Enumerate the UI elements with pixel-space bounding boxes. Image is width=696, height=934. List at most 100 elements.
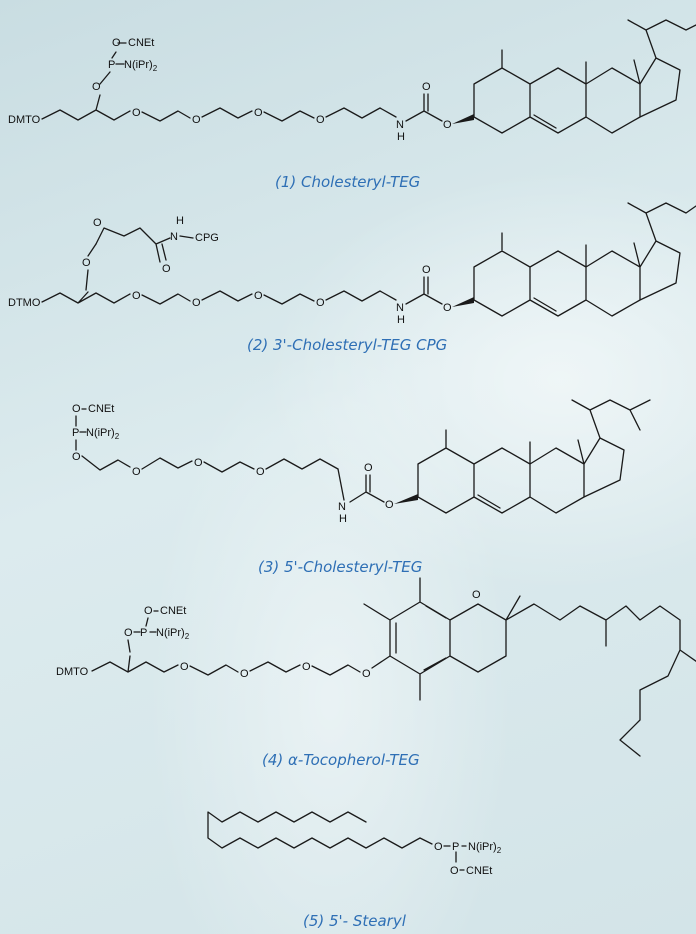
s4-ether-o4: O: [362, 668, 371, 680]
s2-carbamate-bonds: [405, 276, 443, 305]
s1-o-p-label: O: [92, 81, 101, 93]
s2-chol-o: O: [443, 302, 452, 314]
s4-teg-bond-1: [189, 664, 239, 676]
s2-carbonyl-o: O: [422, 264, 431, 276]
s1-cnet-label: CNEt: [128, 37, 154, 49]
s1-carbamate-bonds: [405, 93, 443, 122]
s2-dtmo-label: DTMO: [8, 297, 41, 309]
s1-ether-o4: O: [316, 114, 325, 126]
s4-tocopherol-skeleton: [363, 577, 696, 757]
s1-teg-bond-3: [263, 110, 315, 122]
s3-n-ipr-label: N(iPr)2: [86, 427, 120, 441]
s3-teg-bond-1: [141, 457, 193, 470]
s4-teg-bond-2: [249, 661, 301, 673]
s3-carbamate-n: N: [338, 501, 346, 513]
s1-o-cyanoethyl: O: [112, 37, 121, 49]
s1-n-ipr-label: N(iPr)2: [124, 59, 158, 73]
s1-backbone: [41, 94, 131, 121]
s1-carbamate-n: N: [396, 119, 404, 131]
s2-ether-o3: O: [254, 290, 263, 302]
s1-dmto-label: DMTO: [8, 114, 41, 126]
s2-succ-o2: O: [162, 263, 171, 275]
s2-teg-bond-2: [201, 290, 253, 302]
s3-caption: (3) 5'-Cholesteryl-TEG: [258, 558, 422, 576]
s2-stereo-wedge: [452, 297, 474, 307]
s1-teg-bond-2: [201, 107, 253, 119]
s1-ester-o: O: [443, 119, 452, 131]
s2-carbamate-h: H: [397, 314, 405, 326]
s3-cholesterol-skeleton: [417, 399, 651, 514]
s1-stereo-wedge: [452, 114, 474, 124]
s2-succ-o1: O: [93, 217, 102, 229]
s4-ether-o2: O: [240, 668, 249, 680]
structure-5-stearyl: O P N(iPr)2 O CNEt (5) 5'- Stearyl: [207, 811, 502, 930]
structure-4-tocopherol-teg: O CNEt O P N(iPr)2 DMTO O O O O O (4) α-…: [56, 577, 696, 769]
s5-stearyl-chain: [207, 811, 433, 849]
s3-cnet-label: CNEt: [88, 403, 114, 415]
s3-carbamate-h: H: [339, 513, 347, 525]
s3-o-p-label: O: [72, 451, 81, 463]
s3-chol-o: O: [385, 499, 394, 511]
s4-dmto-label: DMTO: [56, 666, 89, 678]
s3-ether-o1: O: [132, 466, 141, 478]
s4-aryl-bond: [371, 655, 391, 669]
s4-ether-o3: O: [302, 661, 311, 673]
structure-3-5-cholesteryl-teg: O CNEt P N(iPr)2 O O O O N H O O (3) 5'-…: [72, 399, 651, 576]
s3-ether-o3: O: [256, 466, 265, 478]
structure-1-cholesteryl-teg: O CNEt P N(iPr)2 O DMTO O O O O N H O O …: [8, 19, 696, 191]
s3-stereo-wedge: [394, 494, 418, 504]
s3-ether-o2: O: [194, 457, 203, 469]
s4-n-ipr-label: N(iPr)2: [156, 627, 190, 641]
s4-o-cyanoethyl: O: [144, 605, 153, 617]
s2-ether-o4: O: [316, 297, 325, 309]
s3-p-label: P: [72, 427, 79, 439]
s1-teg-bond-1: [141, 110, 191, 122]
s2-backbone: [41, 291, 131, 304]
s2-ester-bonds: [85, 243, 97, 291]
s5-o-cyanoethyl: O: [450, 865, 459, 877]
s3-carbonyl-o: O: [364, 462, 373, 474]
s4-ring-o: O: [472, 589, 481, 601]
s1-propyl-linker: [325, 107, 397, 119]
s4-o-p-label: O: [124, 627, 133, 639]
s4-backbone: [91, 655, 179, 673]
structure-2-cholesteryl-teg-cpg: H N CPG O O O DTMO O O O O N H O O (2) 3…: [8, 202, 696, 354]
s4-ether-o1: O: [180, 661, 189, 673]
s4-cnet-label: CNEt: [160, 605, 186, 617]
s4-caption: (4) α-Tocopherol-TEG: [262, 751, 420, 769]
s2-propyl-linker: [325, 290, 397, 302]
s3-p-bonds: [75, 408, 131, 471]
s5-p-label: P: [452, 841, 459, 853]
s1-p-bonds: [99, 42, 127, 85]
s1-ether-o2: O: [192, 114, 201, 126]
s4-p-bonds: [127, 610, 159, 653]
s3-teg-bond-2: [203, 461, 255, 473]
s3-carbamate-bonds: [337, 468, 385, 503]
s4-teg-bond-3: [311, 664, 361, 676]
s1-carbamate-h: H: [397, 131, 405, 143]
s2-amide-n: N: [170, 231, 178, 243]
s3-o-cyanoethyl: O: [72, 403, 81, 415]
s1-caption: (1) Cholesteryl-TEG: [275, 173, 420, 191]
s5-cnet-label: CNEt: [466, 865, 492, 877]
s4-p-label: P: [140, 627, 147, 639]
s2-succinyl-bonds: [95, 227, 194, 263]
s3-propyl-linker: [265, 458, 339, 470]
s5-o-link: O: [434, 841, 443, 853]
s1-p-label: P: [108, 59, 115, 71]
s2-caption: (2) 3'-Cholesteryl-TEG CPG: [247, 336, 447, 354]
s5-p-bonds: [443, 845, 467, 871]
s1-carbonyl-o: O: [422, 81, 431, 93]
s2-cholesterol-skeleton: [473, 202, 696, 317]
s1-cholesterol-skeleton: [473, 19, 696, 134]
s2-ether-o2: O: [192, 297, 201, 309]
s2-amide-h: H: [176, 215, 184, 227]
s2-teg-bond-3: [263, 293, 315, 305]
s2-ether-o1: O: [132, 290, 141, 302]
s1-ether-o3: O: [254, 107, 263, 119]
s5-n-ipr-label: N(iPr)2: [468, 841, 502, 855]
s1-ether-o1: O: [132, 107, 141, 119]
s2-ester-o: O: [82, 257, 91, 269]
